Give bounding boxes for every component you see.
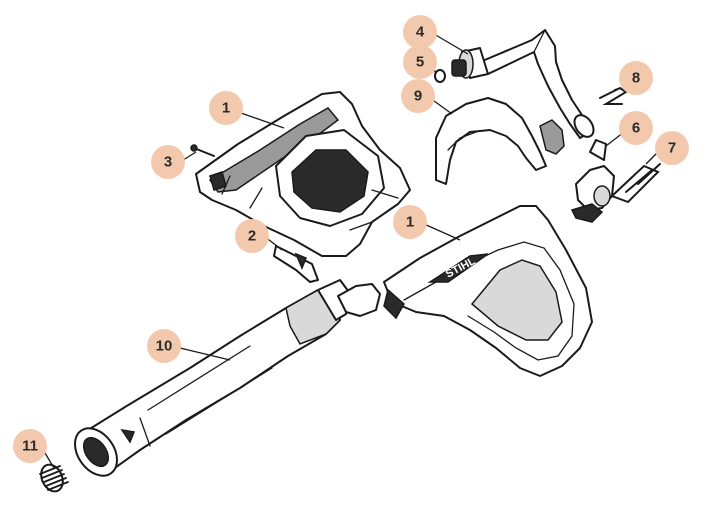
svg-text:5: 5: [416, 54, 424, 71]
part-4-lance-tube: [451, 29, 595, 139]
part-11-spring: [39, 463, 69, 493]
svg-text:10: 10: [156, 338, 173, 355]
callout-11: 11: [13, 429, 47, 463]
part-6-valve: [570, 139, 615, 223]
part-10-shaft: [74, 279, 381, 477]
svg-text:7: 7: [668, 140, 676, 157]
callout-10: 10: [147, 329, 181, 363]
callout-6: 6: [619, 111, 653, 145]
callout-2: 2: [235, 219, 269, 253]
svg-text:4: 4: [416, 24, 425, 41]
callout-9: 9: [401, 79, 435, 113]
callout-4: 4: [403, 15, 437, 49]
svg-text:3: 3: [164, 154, 172, 171]
callout-1-lower: 1: [393, 205, 427, 239]
part-8-clip: [599, 86, 628, 105]
callout-7: 7: [655, 131, 689, 165]
part-1-handle-half-upper: [195, 91, 411, 257]
part-9-cover: [435, 97, 565, 185]
part-5-o-ring: [434, 69, 446, 83]
svg-text:11: 11: [22, 438, 38, 455]
callout-1-upper: 1: [209, 91, 243, 125]
part-3-screw: [190, 144, 215, 157]
callout-5: 5: [403, 45, 437, 79]
callout-3: 3: [151, 145, 185, 179]
svg-text:1: 1: [222, 100, 230, 117]
part-2-trigger: [273, 245, 319, 283]
svg-text:2: 2: [248, 228, 256, 245]
svg-text:8: 8: [632, 70, 640, 87]
svg-text:6: 6: [632, 120, 640, 137]
callout-8: 8: [619, 61, 653, 95]
svg-text:1: 1: [406, 214, 414, 231]
part-7-bracket: [610, 163, 661, 204]
svg-text:9: 9: [414, 88, 422, 105]
part-1-handle-half-lower: STIHL: [383, 205, 593, 377]
